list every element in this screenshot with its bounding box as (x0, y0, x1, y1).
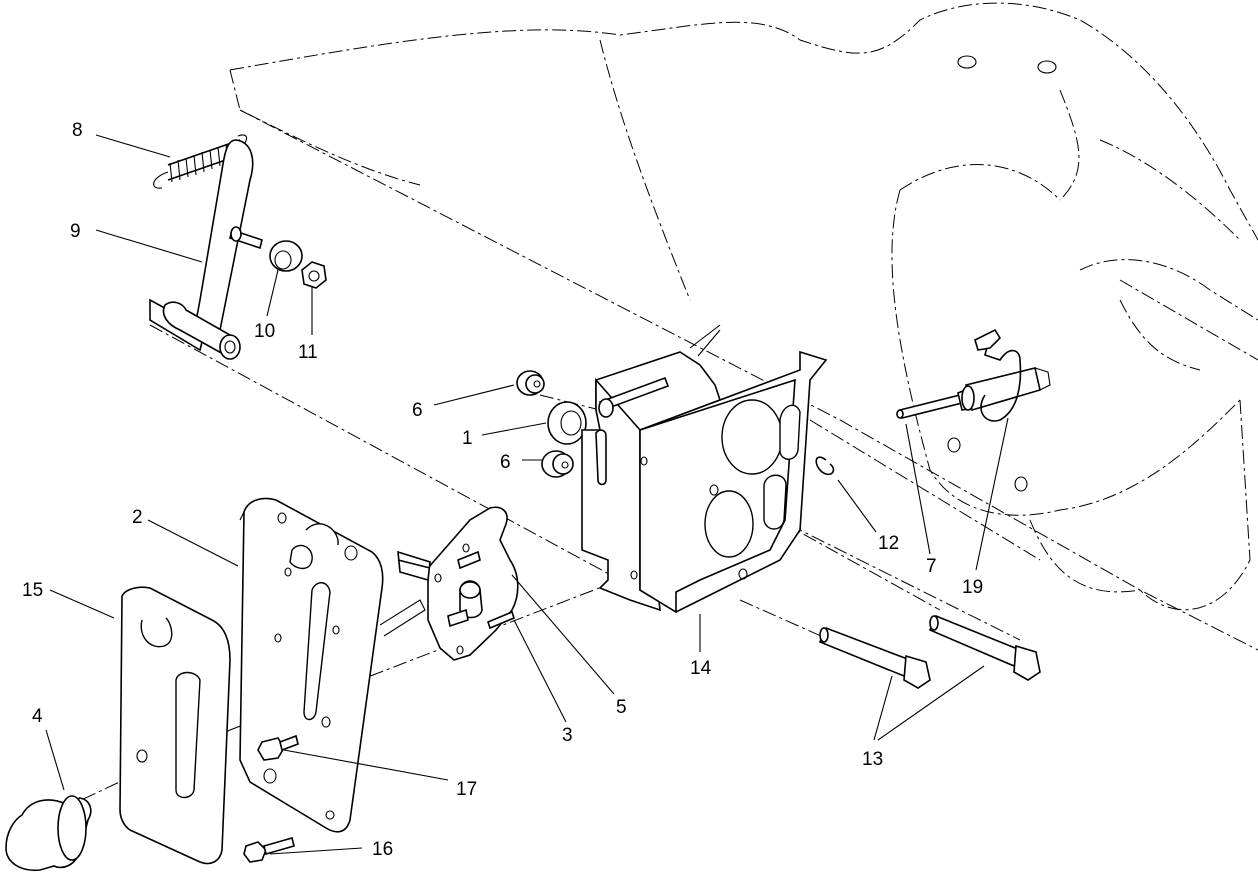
frame-outline (229, 2, 1258, 651)
cover-plate-part-15 (119, 586, 231, 865)
bolt-part-16 (243, 837, 295, 863)
callout-6-top: 6 (412, 400, 423, 421)
leader-lines (45, 134, 1009, 855)
bolt-part-17 (257, 734, 299, 761)
callout-13: 13 (862, 749, 883, 770)
callout-11: 11 (298, 342, 318, 363)
cable-retainer-part-19 (974, 328, 1051, 422)
roll-pin-part-3 (487, 610, 515, 630)
callout-19: 19 (962, 577, 983, 598)
callout-10: 10 (254, 321, 275, 342)
nut-part-11 (301, 261, 327, 289)
bracket-part-14 (581, 324, 828, 614)
callout-1: 1 (462, 428, 473, 449)
callout-15: 15 (22, 580, 43, 601)
callout-7: 7 (926, 556, 937, 577)
callout-4: 4 (32, 706, 43, 727)
callout-8: 8 (72, 120, 83, 141)
callout-6-bottom: 6 (500, 452, 511, 473)
callout-3: 3 (562, 725, 573, 746)
bushing-part-6-bottom (541, 450, 574, 478)
bushing-part-6-top (516, 370, 545, 396)
spacer-part-10 (229, 226, 303, 272)
bolts-part-13 (818, 614, 1041, 689)
callout-12: 12 (878, 533, 899, 554)
clip-part-12 (815, 456, 835, 476)
callout-9: 9 (70, 221, 81, 242)
callout-labels: 8 9 10 11 6 1 6 2 15 4 5 3 14 12 7 19 13… (22, 120, 983, 860)
callout-5: 5 (616, 697, 627, 718)
callout-16: 16 (372, 839, 393, 860)
washer-part-1 (547, 401, 587, 445)
callout-14: 14 (690, 658, 712, 679)
cam-plate-part-5 (397, 506, 519, 661)
knob-part-4 (5, 795, 92, 872)
callout-17: 17 (456, 779, 477, 800)
lever-arm-part-9 (149, 139, 254, 360)
callout-2: 2 (132, 507, 143, 528)
